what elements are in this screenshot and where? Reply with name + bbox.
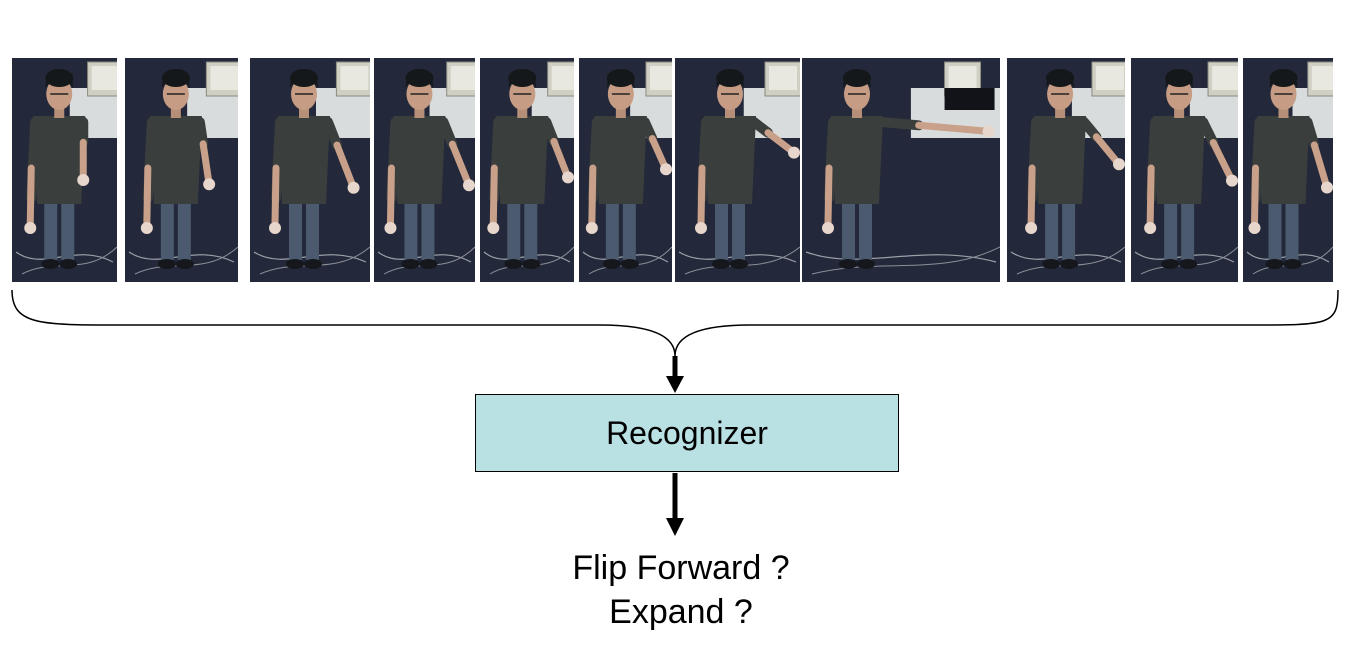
recognizer-box: Recognizer [475, 394, 899, 472]
output-labels: Flip Forward ? Expand ? [475, 546, 887, 634]
output-label-flip-forward: Flip Forward ? [572, 549, 790, 587]
video-frame [1131, 58, 1238, 282]
recognizer-label: Recognizer [606, 414, 768, 451]
input-arrow-head [666, 376, 684, 393]
video-frame [250, 58, 370, 282]
video-frame [675, 58, 800, 282]
grouping-brace [11, 289, 1339, 357]
video-frame [579, 58, 672, 282]
video-frame [125, 58, 238, 282]
video-frame [374, 58, 475, 282]
output-arrow-head [666, 518, 684, 536]
video-frame [802, 58, 1000, 282]
output-label-expand: Expand ? [609, 593, 753, 631]
video-frame [1243, 58, 1333, 282]
video-frame [1007, 58, 1125, 282]
video-frame-strip [0, 0, 1350, 290]
video-frame [12, 58, 117, 282]
video-frame [480, 58, 574, 282]
